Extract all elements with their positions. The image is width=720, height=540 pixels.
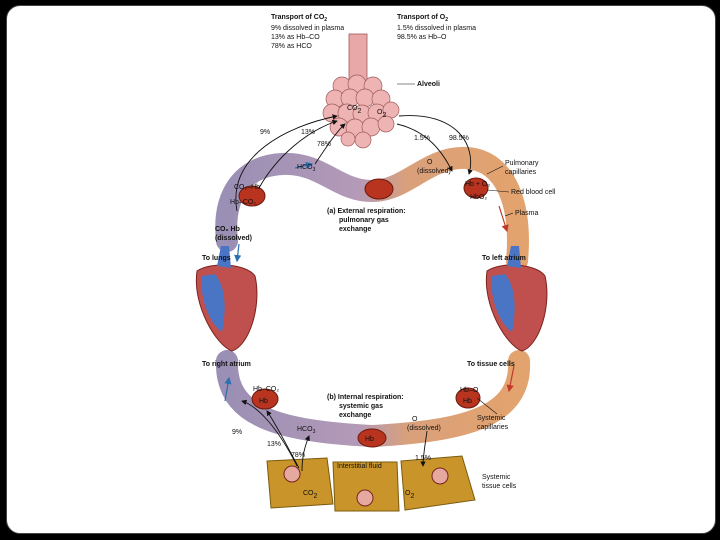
exchange-arrows	[235, 114, 473, 472]
external-respiration-2: pulmonary gas	[339, 217, 389, 224]
red-blood-cell	[238, 185, 266, 207]
interstitial-fluid-label: Interstitial fluid	[337, 463, 382, 470]
o2-line-2: 98.5% as Hb–O	[397, 34, 447, 41]
pct-98-5-top: 98.5%	[449, 135, 469, 142]
red-blood-cell	[364, 178, 394, 200]
co2-line-2: 13% as Hb–CO	[271, 34, 320, 41]
red-blood-cell	[357, 428, 387, 448]
pct-78-bottom: 78%	[291, 452, 305, 459]
red-blood-cell-label: Red blood cell	[511, 189, 556, 196]
hbo-bottom-label: Hb–O	[460, 387, 479, 394]
o2-dissolved-bottom-1: O	[412, 416, 418, 423]
bicarbonate-arrow	[294, 161, 314, 169]
gas-exchange-figure: Transport of CO2 9% dissolved in plasma …	[187, 6, 564, 533]
flow-arrow	[506, 365, 515, 393]
to-lungs-label: To lungs	[202, 255, 231, 262]
internal-respiration-3: exchange	[339, 412, 371, 419]
pct-9-bottom: 9%	[232, 429, 242, 436]
hb-center-label: Hb	[365, 436, 374, 443]
systemic-capillaries-2: capillaries	[477, 424, 509, 431]
internal-respiration-2: systemic gas	[339, 403, 383, 410]
co2-hb-label: CO₂–Hb	[234, 184, 260, 191]
flow-arrow	[234, 243, 242, 263]
pct-9-top: 9%	[260, 129, 270, 136]
pct-13-bottom: 13%	[267, 441, 281, 448]
alveoli-cluster	[322, 33, 400, 149]
pulmonary-capillaries-1: Pulmonary	[505, 160, 539, 167]
heart-icon	[195, 246, 258, 352]
to-right-atrium-label: To right atrium	[202, 361, 251, 368]
red-blood-cell	[455, 387, 481, 409]
systemic-tissue-cells	[266, 455, 476, 512]
systemic-tissue-1: Systemic	[482, 474, 511, 481]
co2-alveoli-label: CO2	[347, 105, 362, 115]
pulmonary-capillaries-2: capillaries	[505, 169, 537, 176]
co2-dissolved-label: CO₂ Hb	[215, 226, 240, 233]
flow-arrow	[224, 376, 232, 402]
pct-78-top: 78%	[317, 141, 331, 148]
o2-transport-title: Transport of O2	[397, 14, 448, 23]
o2-dissolved-top-1: O	[427, 159, 433, 166]
o2-alveoli-label: O2	[377, 109, 386, 119]
co2-transport-title: Transport of CO2	[271, 14, 327, 23]
heart-icon	[485, 246, 548, 352]
red-blood-cell	[463, 177, 489, 199]
hbo2-label: HbO₂	[470, 194, 487, 201]
co2-tissue-label: CO2	[303, 490, 318, 500]
gas-exchange-diagram: Transport of CO2 9% dissolved in plasma …	[195, 14, 556, 512]
plasma-label: Plasma	[515, 210, 538, 217]
internal-respiration-1: (b) Internal respiration:	[327, 394, 404, 401]
systemic-tissue-2: tissue cells	[482, 483, 517, 490]
co2-dissolved-label-2: (dissolved)	[215, 235, 252, 242]
hco3-top-label: HCO3	[297, 164, 316, 173]
co2-line-1: 9% dissolved in plasma	[271, 25, 344, 32]
hb-co2-label: Hb–CO₂	[230, 199, 256, 206]
external-respiration-1: (a) External respiration:	[327, 208, 406, 215]
pct-13-top: 13%	[301, 129, 315, 136]
o2-dissolved-top-2: (dissolved)	[417, 168, 451, 175]
hco3-bottom-label: HCO3	[297, 426, 316, 435]
systemic-capillaries-1: Systemic	[477, 415, 506, 422]
co2-line-3: 78% as HCO	[271, 43, 312, 50]
leader-lines	[397, 83, 514, 415]
o2-dissolved-bottom-2: (dissolved)	[407, 425, 441, 432]
alveoli-label: Alveoli	[417, 81, 440, 88]
to-tissue-cells-label: To tissue cells	[467, 361, 515, 368]
hb-co2-bottom-label: Hb–CO₂	[253, 386, 279, 393]
red-blood-cell	[251, 388, 279, 410]
o2-line-1: 1.5% dissolved in plasma	[397, 25, 476, 32]
hb-bottom-right-label: Hb	[463, 398, 472, 405]
pct-1-5-bottom: 1.5%	[415, 455, 431, 462]
o2-tissue-label: O2	[405, 490, 414, 500]
external-respiration-3: exchange	[339, 226, 371, 233]
pct-1-5-top: 1.5%	[414, 135, 430, 142]
slide-frame: Transport of CO2 9% dissolved in plasma …	[6, 5, 716, 534]
hb-bottom-left-label: Hb	[259, 398, 268, 405]
flow-arrow	[498, 205, 509, 233]
hb-o2-label: Hb + O₂	[465, 181, 490, 188]
to-left-atrium-label: To left atrium	[482, 255, 526, 262]
